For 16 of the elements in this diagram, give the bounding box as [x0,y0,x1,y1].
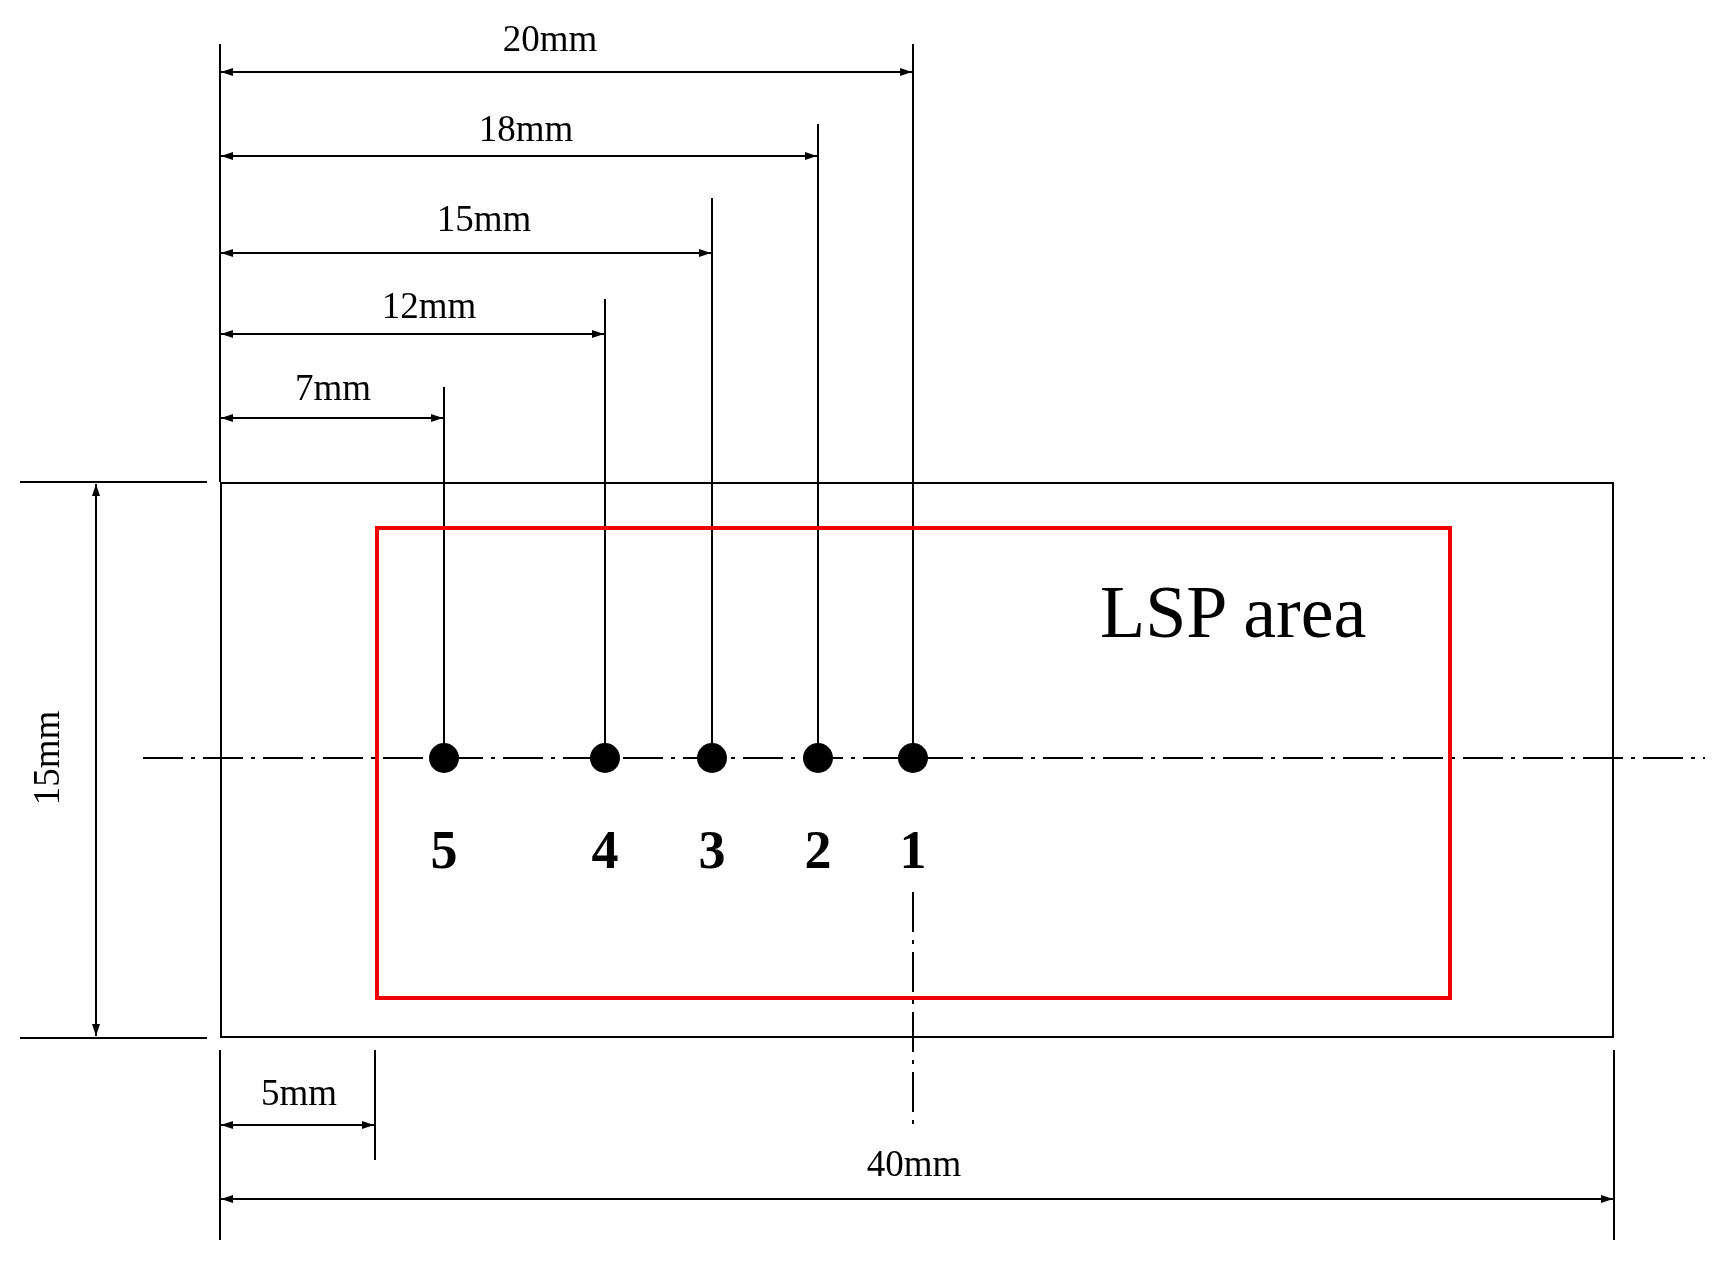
dimension-label: 12mm [381,286,477,324]
point-number: 5 [430,823,458,877]
lsp-area-outline [375,526,1452,1000]
point-number: 3 [698,823,726,877]
dimension-label: 18mm [478,109,574,147]
specimen-outline [220,482,1614,1038]
point-number: 4 [591,823,619,877]
point-number: 1 [899,823,927,877]
area-label: LSP area [1100,575,1367,649]
dimension-label: 15mm [436,199,532,237]
dimension-label: 40mm [866,1144,962,1182]
dimension-label: 15mm [27,710,65,806]
point-number: 2 [804,823,832,877]
dimension-label: 7mm [294,368,372,406]
dimension-label: 5mm [260,1073,338,1111]
dimension-label: 20mm [502,19,598,57]
